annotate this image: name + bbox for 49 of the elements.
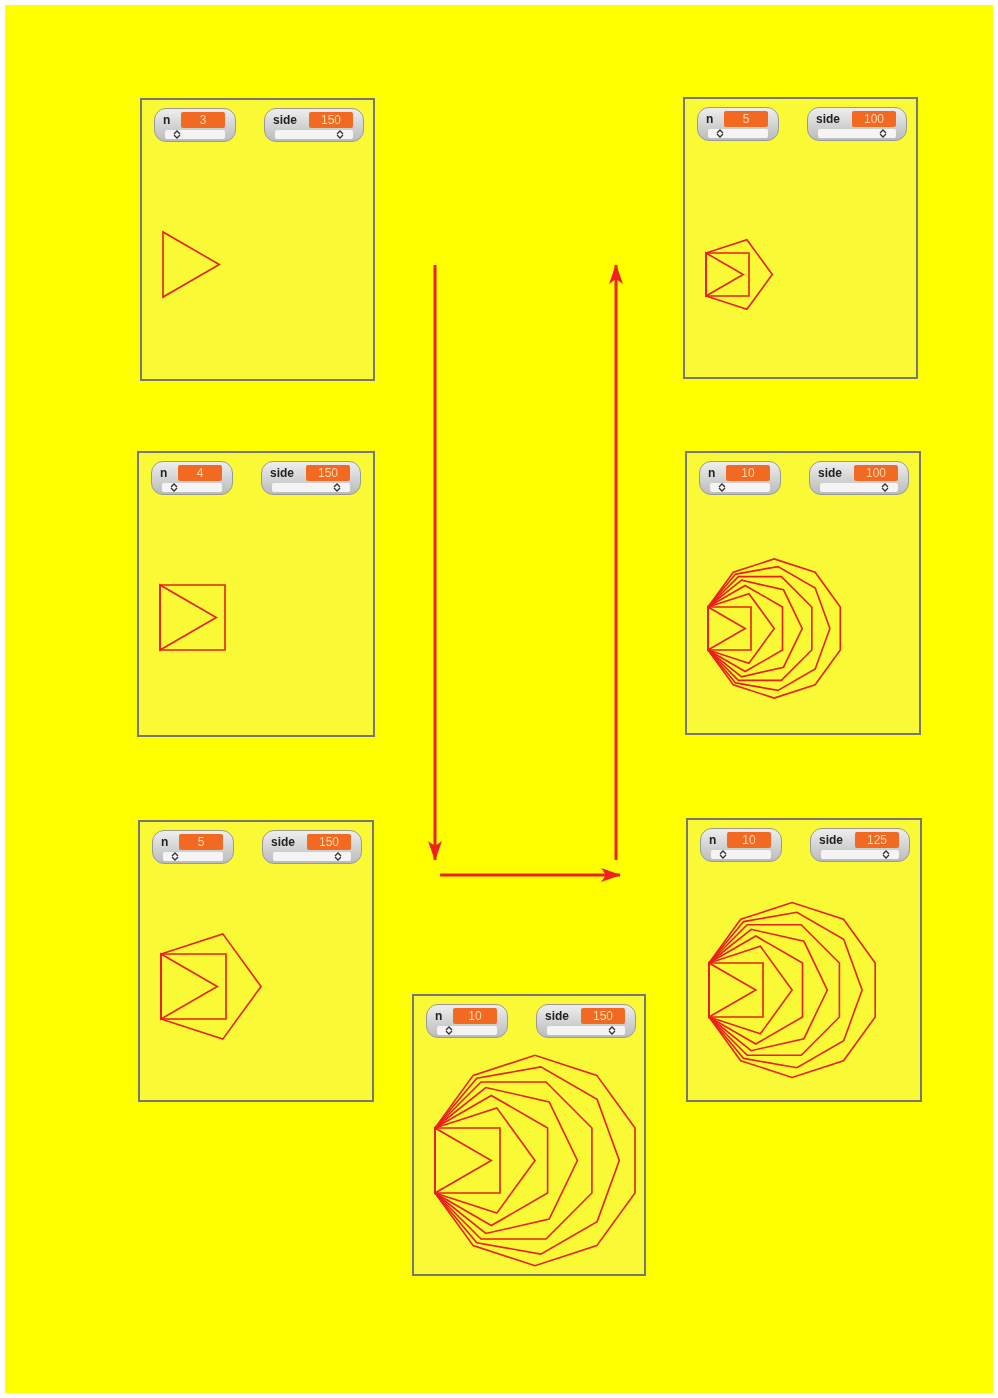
slider-control [809,461,909,495]
stage-panel [686,818,922,1102]
slider-control [700,828,782,862]
slider-control [151,461,233,495]
slider-label: side [271,835,295,849]
value-field: 10 [726,465,770,481]
slider-control [262,830,362,864]
slider-label: n [709,833,717,847]
slider-control [699,461,781,495]
value-field: 100 [852,111,896,127]
stage-panel [140,98,375,381]
stage-panel [412,994,646,1276]
slider-label: n [160,466,168,480]
slider-control [154,108,236,142]
stage-panel [683,97,918,379]
slider-label: n [161,835,169,849]
value-field: 150 [306,465,350,481]
slider-control [810,828,910,862]
slider-control [152,830,234,864]
stage-panel [685,451,921,735]
slider-label: side [273,113,297,127]
value-field: 10 [727,832,771,848]
value-field: 150 [581,1008,625,1024]
slider-label: side [270,466,294,480]
value-field: 10 [453,1008,497,1024]
value-field: 150 [307,834,351,850]
slider-control [261,461,361,495]
value-field: 5 [724,111,768,127]
value-field: 5 [179,834,223,850]
slider-label: side [816,112,840,126]
slider-control [807,107,907,141]
value-field: 3 [181,112,225,128]
value-field: 150 [309,112,353,128]
stage-panel [137,451,375,737]
slider-label: n [163,113,171,127]
slider-label: n [435,1009,443,1023]
slider-label: side [819,833,843,847]
slider-label: n [706,112,714,126]
slider-label: side [818,466,842,480]
slider-control [426,1004,508,1038]
value-field: 4 [178,465,222,481]
slider-label: n [708,466,716,480]
slider-control [697,107,779,141]
slider-label: side [545,1009,569,1023]
stage-panel [138,820,374,1102]
value-field: 100 [854,465,898,481]
slider-control [536,1004,636,1038]
value-field: 125 [855,832,899,848]
slider-control [264,108,364,142]
